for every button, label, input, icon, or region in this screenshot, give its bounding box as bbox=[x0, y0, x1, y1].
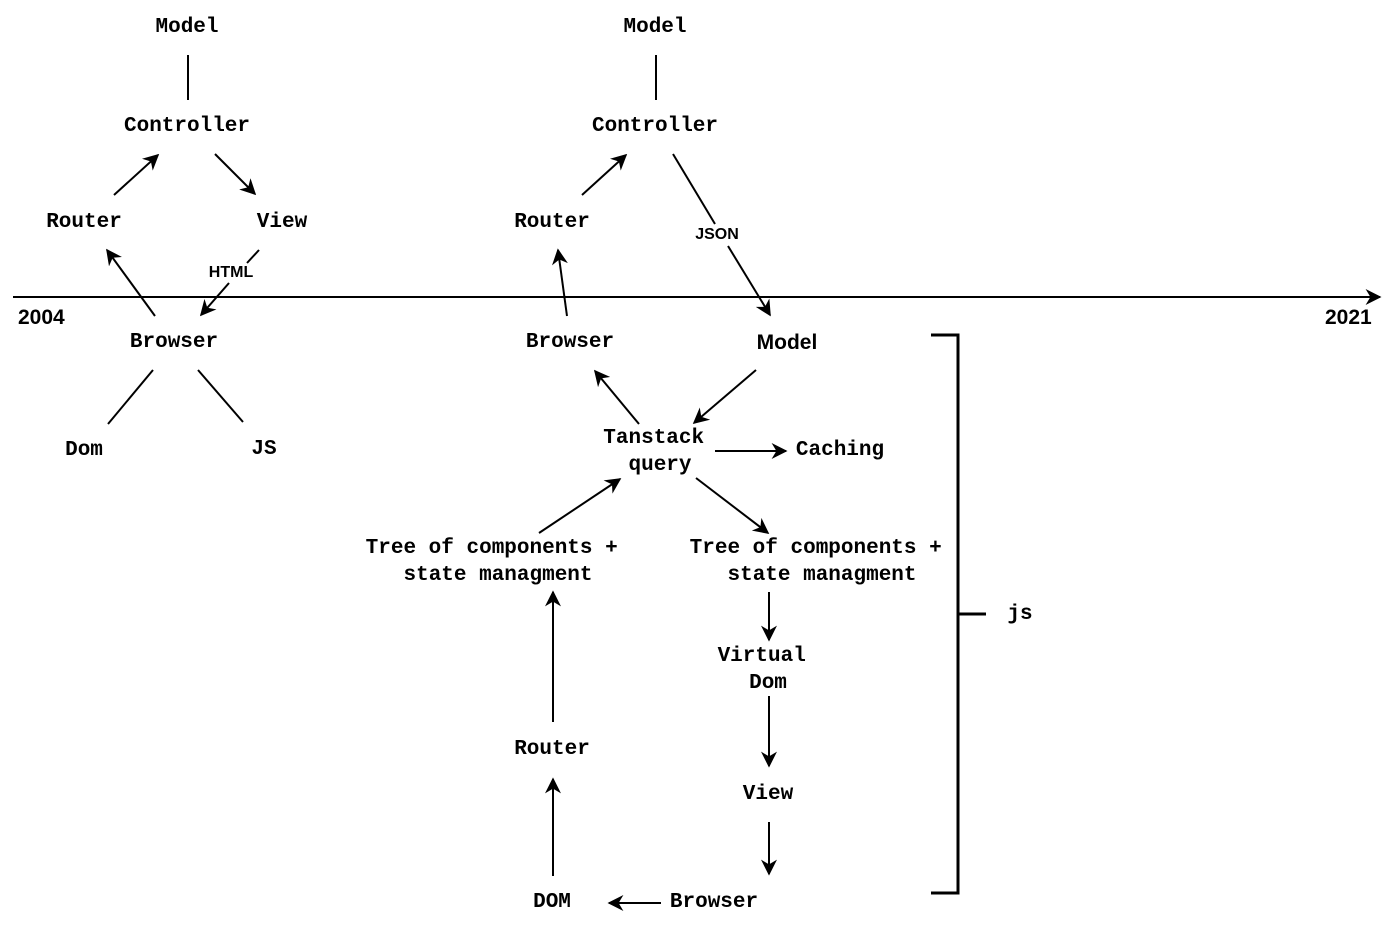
node-2004-dom: Dom bbox=[65, 439, 103, 462]
node-2021-controller: Controller bbox=[592, 115, 718, 138]
edge-2021-controller-json bbox=[672, 153, 716, 225]
node-2021-tanstack-query: Tanstack query bbox=[603, 427, 716, 477]
node-2004-js: JS bbox=[251, 438, 276, 461]
tree-right-line-2: state managment bbox=[727, 564, 916, 587]
js-bracket bbox=[931, 333, 960, 895]
edge-2021-tanstack-browser bbox=[593, 369, 640, 425]
edge-2004-browser-dom bbox=[107, 369, 154, 425]
node-2021-router-bottom: Router bbox=[514, 738, 590, 761]
timeline-end-label: 2021 bbox=[1325, 306, 1372, 329]
node-2004-controller: Controller bbox=[124, 115, 250, 138]
node-2021-router-top: Router bbox=[514, 211, 590, 234]
node-2021-browser-bottom: Browser bbox=[670, 891, 758, 914]
node-2021-model-server: Model bbox=[623, 16, 686, 39]
edge-2021-model-tanstack bbox=[692, 369, 757, 425]
node-2004-view: View bbox=[257, 211, 308, 234]
tanstack-line-2: query bbox=[628, 454, 691, 477]
edge-label-html: HTML bbox=[209, 264, 254, 281]
js-bracket-label: js bbox=[1007, 603, 1032, 626]
tanstack-line-1: Tanstack bbox=[603, 427, 704, 450]
node-2021-caching: Caching bbox=[796, 439, 884, 462]
edge-label-json: JSON bbox=[695, 226, 739, 243]
edge-2004-controller-view bbox=[214, 153, 257, 196]
edge-2004-router-controller bbox=[113, 153, 160, 196]
tree-left-line-2: state managment bbox=[403, 564, 592, 587]
edge-2021-router-controller bbox=[581, 153, 628, 196]
node-2021-browser-top: Browser bbox=[526, 331, 614, 354]
edge-2021-json-model bbox=[727, 245, 771, 317]
edge-2021-browser-router bbox=[552, 248, 568, 317]
edge-2021-tree-left-tanstack bbox=[538, 478, 622, 534]
edge-2021-tanstack-tree-right bbox=[695, 477, 770, 534]
node-2021-virtual-dom: Virtual Dom bbox=[718, 645, 819, 695]
virtual-dom-line-1: Virtual bbox=[718, 645, 806, 668]
edge-2004-browser-router bbox=[106, 248, 156, 317]
edge-2004-view-html bbox=[246, 249, 260, 264]
tree-right-line-1: Tree of components + bbox=[690, 537, 942, 560]
edge-2004-html-browser bbox=[199, 282, 230, 317]
node-2021-view: View bbox=[743, 783, 794, 806]
timeline-start-label: 2004 bbox=[18, 306, 65, 329]
edge-2004-browser-js bbox=[197, 369, 244, 423]
node-2021-tree-left: Tree of components + state managment bbox=[366, 537, 631, 587]
virtual-dom-line-2: Dom bbox=[749, 672, 787, 695]
node-2004-model: Model bbox=[155, 16, 218, 39]
node-2021-model-client: Model bbox=[757, 331, 818, 354]
node-2004-browser: Browser bbox=[130, 331, 218, 354]
node-2004-router: Router bbox=[46, 211, 122, 234]
node-2021-dom: DOM bbox=[533, 891, 571, 914]
node-2021-tree-right: Tree of components + state managment bbox=[690, 537, 955, 587]
tree-left-line-1: Tree of components + bbox=[366, 537, 618, 560]
